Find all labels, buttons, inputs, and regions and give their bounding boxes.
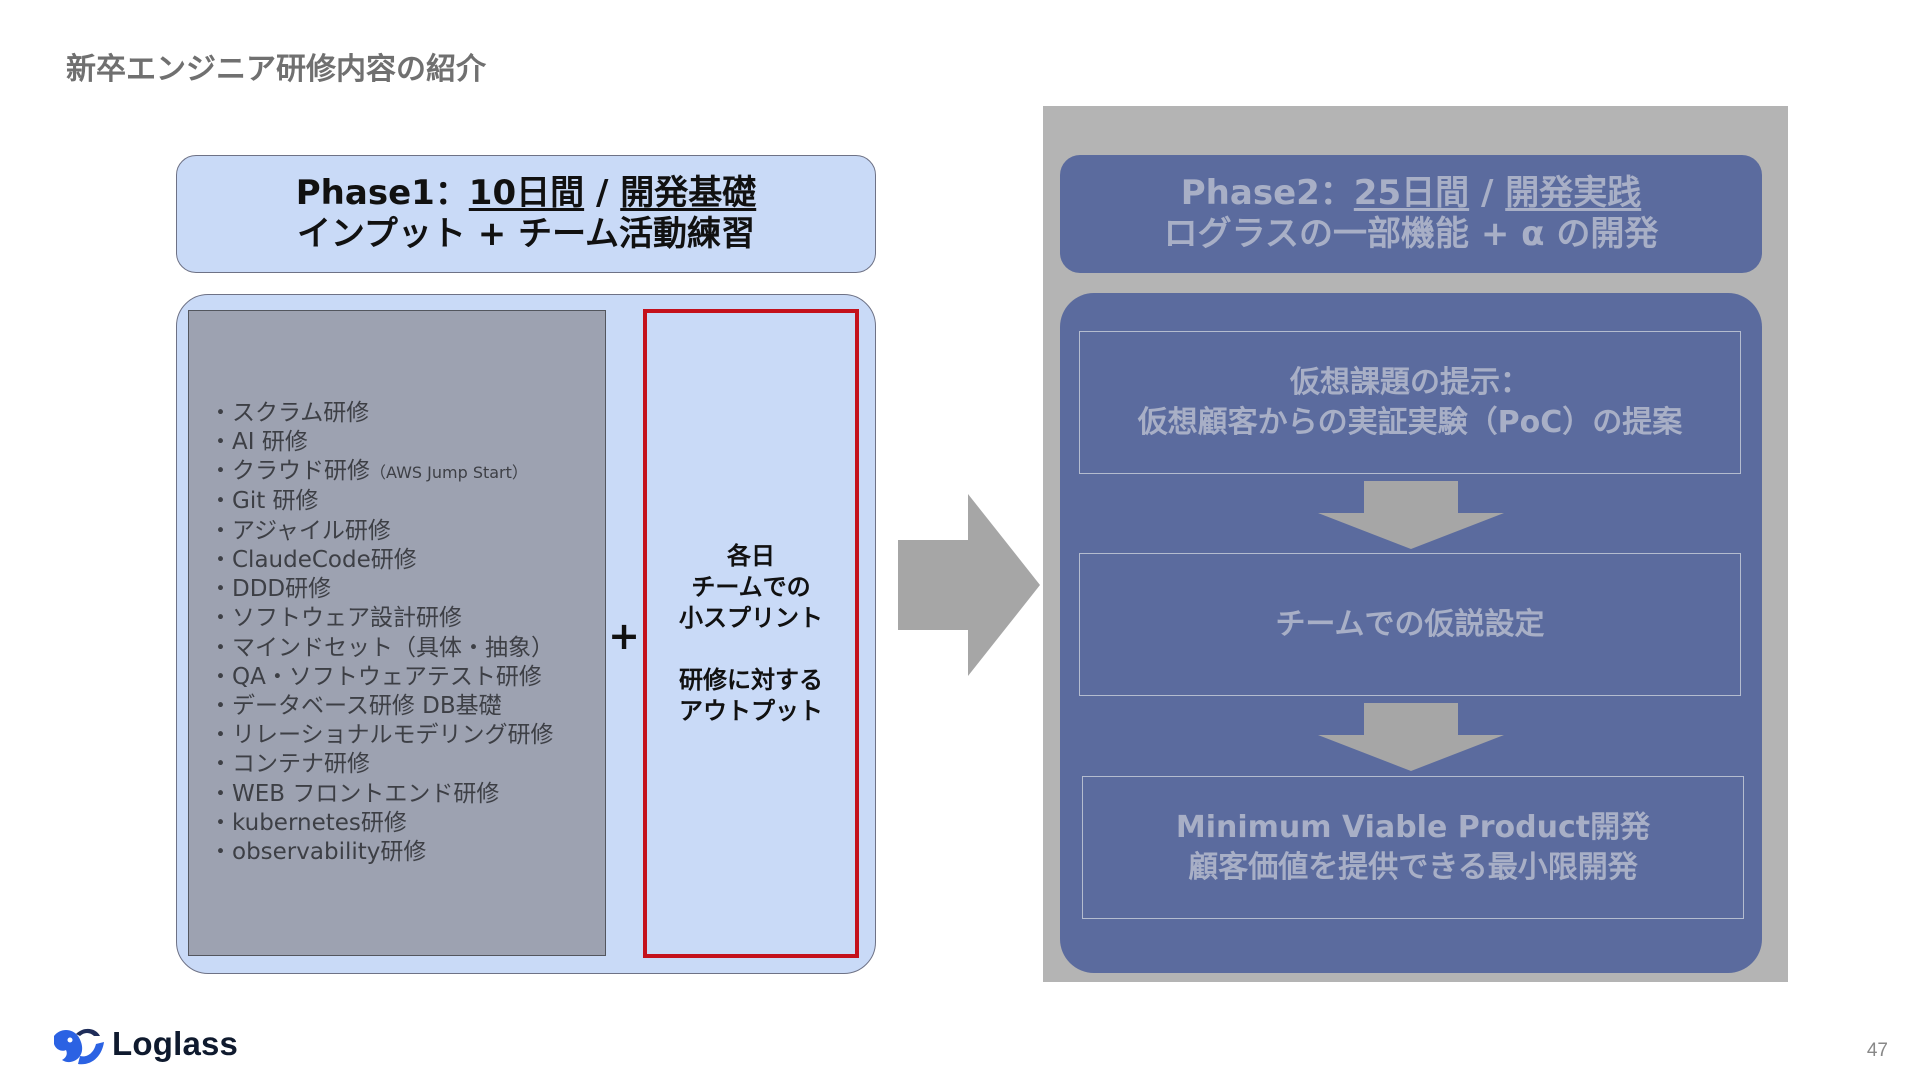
phase1-subtitle: インプット + チーム活動練習 [296, 214, 756, 254]
phase1-duration: 10日間 [468, 172, 585, 213]
step-box-hypothesis: チームでの仮説設定 [1079, 553, 1741, 696]
training-item: ・リレーショナルモデリング研修 [209, 722, 554, 749]
training-item-note: （AWS Jump Start） [370, 463, 528, 483]
down-arrow-icon [1318, 703, 1504, 771]
step-line: 仮想顧客からの実証実験（PoC）の提案 [1137, 404, 1683, 440]
phase2-separator: / [1469, 172, 1506, 213]
phase2-subtitle: ログラスの一部機能 + α の開発 [1163, 214, 1659, 254]
phase2-header: Phase2：25日間 / 開発実践 ログラスの一部機能 + α の開発 [1060, 155, 1762, 273]
step-box-mvp: Minimum Viable Product開発 顧客価値を提供できる最小限開発 [1082, 776, 1744, 919]
phase1-title-line: Phase1：10日間 / 開発基礎 [296, 173, 756, 214]
phase2-duration: 25日間 [1353, 172, 1470, 213]
page-number: 47 [1866, 1040, 1888, 1061]
phase2-title-line: Phase2：25日間 / 開発実践 [1181, 173, 1641, 214]
output-line: 小スプリント [679, 603, 823, 632]
training-item: ・AI 研修 [209, 429, 308, 456]
training-item: ・ClaudeCode研修 [209, 546, 417, 573]
step-line: チームでの仮説設定 [1275, 606, 1545, 642]
training-item: ・アジャイル研修 [209, 517, 391, 544]
phase1-separator: / [584, 172, 621, 213]
phase2-theme: 開発実践 [1505, 172, 1642, 213]
whale-logo-icon [54, 1028, 104, 1065]
training-item: ・DDD研修 [209, 576, 332, 603]
output-line: 各日 [727, 541, 775, 570]
training-item: ・ソフトウェア設計研修 [209, 605, 462, 632]
output-highlight-box: 各日 チームでの 小スプリント 研修に対する アウトプット [643, 309, 859, 958]
output-line: 研修に対する [679, 665, 823, 694]
training-item: ・QA・ソフトウェアテスト研修 [209, 663, 542, 690]
output-line: チームでの [691, 572, 811, 601]
training-item: ・observability研修 [209, 838, 427, 865]
phase1-label: Phase1： [295, 172, 469, 213]
training-list-box: ・スクラム研修 ・AI 研修 ・クラウド研修（AWS Jump Start） ・… [188, 310, 606, 956]
right-arrow-icon [898, 494, 1040, 676]
training-item: ・WEB フロントエンド研修 [209, 780, 500, 807]
training-item: ・Git 研修 [209, 488, 319, 515]
step-box-poc: 仮想課題の提示： 仮想顧客からの実証実験（PoC）の提案 [1079, 331, 1741, 474]
output-line: アウトプット [679, 696, 823, 725]
logo-wordmark: Loglass [112, 1025, 239, 1062]
training-item: ・スクラム研修 [209, 399, 370, 426]
down-arrow-icon [1318, 481, 1504, 549]
phase2-label: Phase2： [1180, 172, 1354, 213]
training-item-label: ・クラウド研修 [209, 458, 370, 485]
training-item: ・コンテナ研修 [209, 751, 370, 778]
slide-title: 新卒エンジニア研修内容の紹介 [66, 52, 486, 87]
phase2-body-panel [1060, 293, 1762, 973]
training-item: ・データベース研修 DB基礎 [209, 692, 502, 719]
phase1-header: Phase1：10日間 / 開発基礎 インプット + チーム活動練習 [176, 155, 876, 273]
step-line: 顧客価値を提供できる最小限開発 [1188, 849, 1638, 885]
plus-sign: + [608, 614, 640, 658]
training-item: ・マインドセット（具体・抽象） [209, 634, 554, 661]
step-line: 仮想課題の提示： [1290, 364, 1530, 400]
training-item: ・クラウド研修（AWS Jump Start） [209, 457, 554, 487]
training-item: ・kubernetes研修 [209, 809, 407, 836]
phase1-theme: 開発基礎 [620, 172, 757, 213]
training-list: ・スクラム研修 ・AI 研修 ・クラウド研修（AWS Jump Start） ・… [189, 399, 554, 867]
step-line: Minimum Viable Product開発 [1175, 809, 1651, 845]
